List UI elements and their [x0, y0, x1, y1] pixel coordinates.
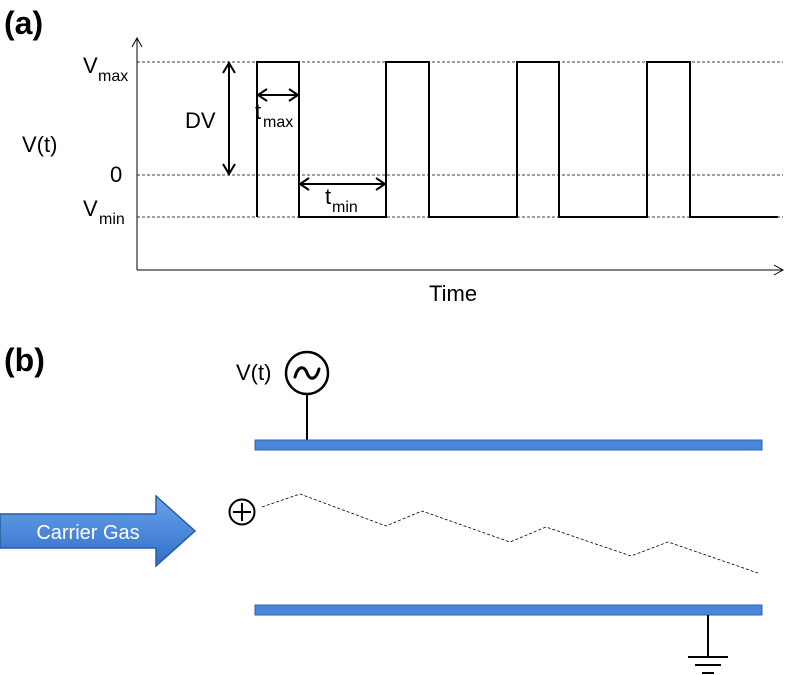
panel-a-label: (a)	[4, 5, 43, 41]
tmax-arrowhead-left	[256, 88, 268, 102]
top-electrode-plate	[254, 439, 763, 451]
tmin-label: t	[325, 184, 331, 209]
ground-icon	[688, 615, 728, 674]
tmin-arrowhead-left	[298, 177, 310, 191]
ion-trajectory	[261, 493, 759, 574]
tmax-label: t	[255, 99, 261, 124]
y-axis-label: V(t)	[22, 132, 57, 157]
ac-source-icon	[284, 350, 330, 396]
tmin-subscript: min	[332, 199, 358, 216]
dv-label: DV	[185, 108, 216, 133]
tmin-arrowhead-right	[375, 177, 387, 191]
x-axis-label: Time	[429, 281, 477, 306]
vmin-label: V	[83, 196, 98, 221]
y-axis-arrowhead	[131, 36, 143, 48]
tmax-subscript: max	[263, 114, 293, 131]
vmax-subscript: max	[98, 68, 128, 85]
square-waveform	[256, 61, 778, 218]
bottom-electrode-plate	[254, 604, 763, 616]
positive-ion-icon	[228, 498, 256, 526]
tmax-arrowhead-right	[288, 88, 300, 102]
vmin-subscript: min	[99, 211, 125, 228]
dv-arrowhead-top	[222, 61, 236, 74]
vmax-label: V	[83, 53, 98, 78]
dv-arrowhead-bottom	[222, 163, 236, 176]
panel-b-label: (b)	[4, 342, 45, 378]
x-axis-arrowhead	[773, 264, 785, 276]
carrier-gas-arrow	[0, 494, 197, 568]
source-label: V(t)	[236, 360, 271, 385]
carrier-gas-label: Carrier Gas	[36, 522, 139, 544]
zero-label: 0	[110, 162, 122, 187]
